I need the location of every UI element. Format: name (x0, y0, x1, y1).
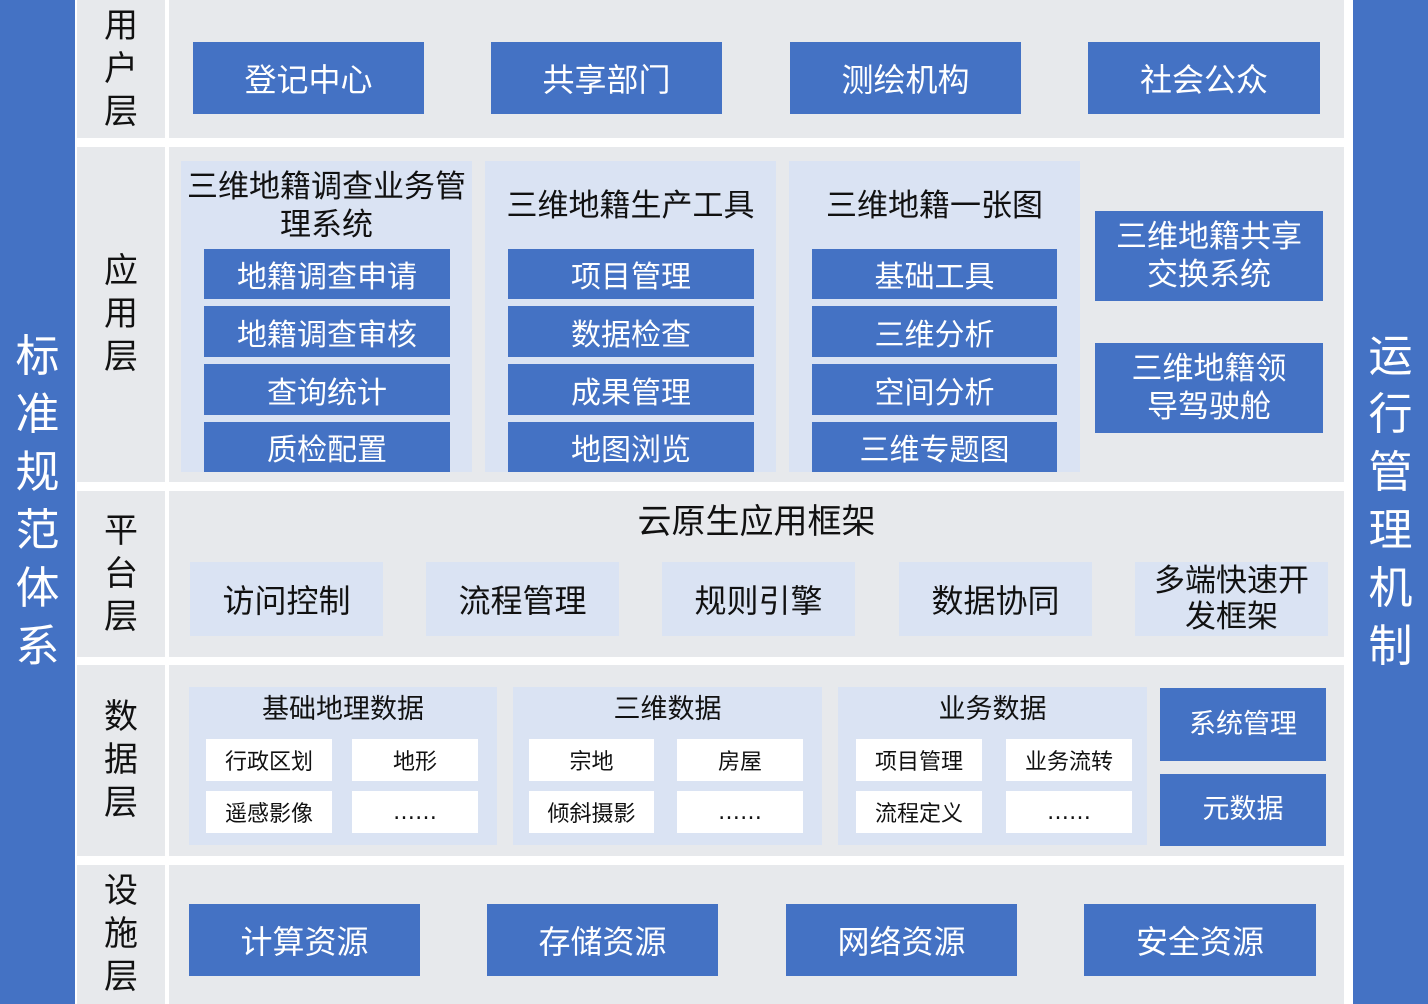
infra-compute-resources: 计算资源 (189, 904, 420, 976)
infrastructure-layer-label: 设施层 (77, 865, 165, 1004)
application-layer-label: 应用层 (77, 147, 165, 482)
platform-layer-label: 平台层 (77, 491, 165, 657)
app-item: 项目管理 (508, 249, 754, 299)
user-surveying-agencies: 测绘机构 (790, 42, 1021, 114)
user-registration-center: 登记中心 (193, 42, 424, 114)
data-group-title: 三维数据 (613, 694, 722, 725)
app-group-title: 三维地籍生产工具 (506, 188, 755, 224)
data-group-title: 基础地理数据 (262, 694, 424, 725)
data-layer-label: 数据层 (77, 665, 165, 856)
app-item: 查询统计 (204, 364, 450, 415)
app-item: 三维分析 (812, 306, 1057, 357)
data-item: …… (1006, 791, 1132, 833)
data-group-title: 业务数据 (938, 694, 1047, 725)
operation-mechanism-bar: 运行管理机制 (1353, 0, 1428, 1004)
data-item: 遥感影像 (206, 791, 332, 833)
app-sharing-exchange-system: 三维地籍共享交换系统 (1095, 211, 1323, 301)
data-item: 倾斜摄影 (529, 791, 654, 833)
infra-network-resources: 网络资源 (786, 904, 1017, 976)
standards-system-bar: 标准规范体系 (0, 0, 75, 1004)
operation-mechanism-label: 运行管理机制 (1368, 331, 1413, 672)
user-layer-label: 用户层 (77, 0, 165, 138)
app-item: 三维专题图 (812, 422, 1057, 472)
app-item: 空间分析 (812, 364, 1057, 415)
data-item: 业务流转 (1006, 739, 1132, 781)
platform-item: 多端快速开发框架 (1135, 562, 1328, 636)
app-item: 基础工具 (812, 249, 1057, 299)
platform-item: 流程管理 (426, 562, 619, 636)
data-item: 项目管理 (856, 739, 982, 781)
data-item: 流程定义 (856, 791, 982, 833)
app-group-title: 三维地籍调查业务管理系统 (187, 169, 466, 243)
standards-system-label: 标准规范体系 (15, 331, 60, 672)
data-system-management: 系统管理 (1160, 688, 1326, 761)
app-leadership-cockpit: 三维地籍领导驾驶舱 (1095, 343, 1323, 433)
app-item: 地籍调查申请 (204, 249, 450, 299)
app-item: 地图浏览 (508, 422, 754, 472)
app-item: 成果管理 (508, 364, 754, 415)
user-general-public: 社会公众 (1088, 42, 1320, 114)
data-metadata: 元数据 (1160, 774, 1326, 846)
app-item: 质检配置 (204, 422, 450, 472)
platform-item: 规则引擎 (662, 562, 855, 636)
data-item: 宗地 (529, 739, 654, 781)
data-item: 房屋 (677, 739, 803, 781)
app-item: 数据检查 (508, 306, 754, 357)
platform-item: 数据协同 (899, 562, 1092, 636)
infra-security-resources: 安全资源 (1084, 904, 1316, 976)
platform-title: 云原生应用框架 (637, 501, 876, 542)
platform-item: 访问控制 (190, 562, 383, 636)
app-group-title: 三维地籍一张图 (826, 188, 1043, 224)
data-item: …… (352, 791, 478, 833)
user-sharing-departments: 共享部门 (491, 42, 722, 114)
app-item: 地籍调查审核 (204, 306, 450, 357)
data-item: …… (677, 791, 803, 833)
infra-storage-resources: 存储资源 (487, 904, 718, 976)
data-item: 行政区划 (206, 739, 332, 781)
data-item: 地形 (352, 739, 478, 781)
